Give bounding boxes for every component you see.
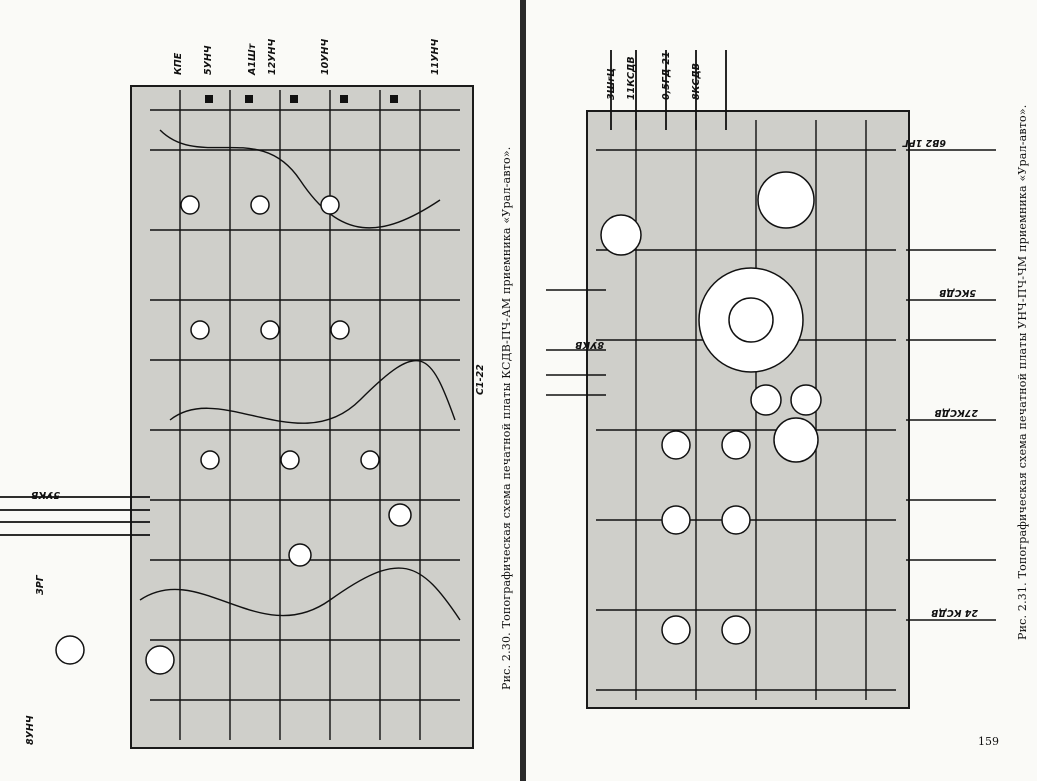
board-label: 3ШгЦ (606, 67, 617, 100)
board-label: 5УНЧ (203, 45, 214, 75)
figure-caption: Рис. 2.30. Топографическая схема печатно… (500, 146, 513, 690)
left-page: Рис. 2.30. Топографическая схема печатно… (0, 38, 513, 749)
board-label: КПЕ (173, 52, 184, 75)
board-label: 11КСДВ (626, 56, 637, 100)
board-label: 10УНЧ (320, 38, 331, 75)
pcb-board-unch (586, 110, 910, 709)
board-label: 0,5ГД-21 (661, 51, 672, 100)
pcb-traces-left (0, 90, 461, 740)
board-label: 5УКВ (31, 489, 60, 500)
board-label: А1Шт (247, 43, 258, 75)
book-spine (520, 0, 526, 781)
board-label: 6В2 1РГ (902, 137, 946, 148)
board-label: 8КСДВ (691, 62, 702, 100)
board-label: 12УНЧ (267, 38, 278, 75)
right-page: Рис. 2.31. Топографическая схема печатно… (526, 0, 1037, 781)
board-label: 24 КСДВ (931, 607, 978, 618)
page-number: 159 (978, 735, 999, 748)
board-label: ЗРГ (35, 575, 46, 595)
board-label: 5КСДВ (938, 287, 976, 298)
board-label: 8УНЧ (25, 715, 36, 745)
board-label: 27КСДВ (934, 407, 978, 418)
board-label: 11УНЧ (430, 38, 441, 75)
board-label: 8УКВ (575, 339, 604, 350)
figure-caption: Рис. 2.31. Топографическая схема печатно… (1016, 104, 1029, 640)
board-label: С1-22 (475, 364, 486, 395)
pcb-traces-right (546, 50, 996, 700)
